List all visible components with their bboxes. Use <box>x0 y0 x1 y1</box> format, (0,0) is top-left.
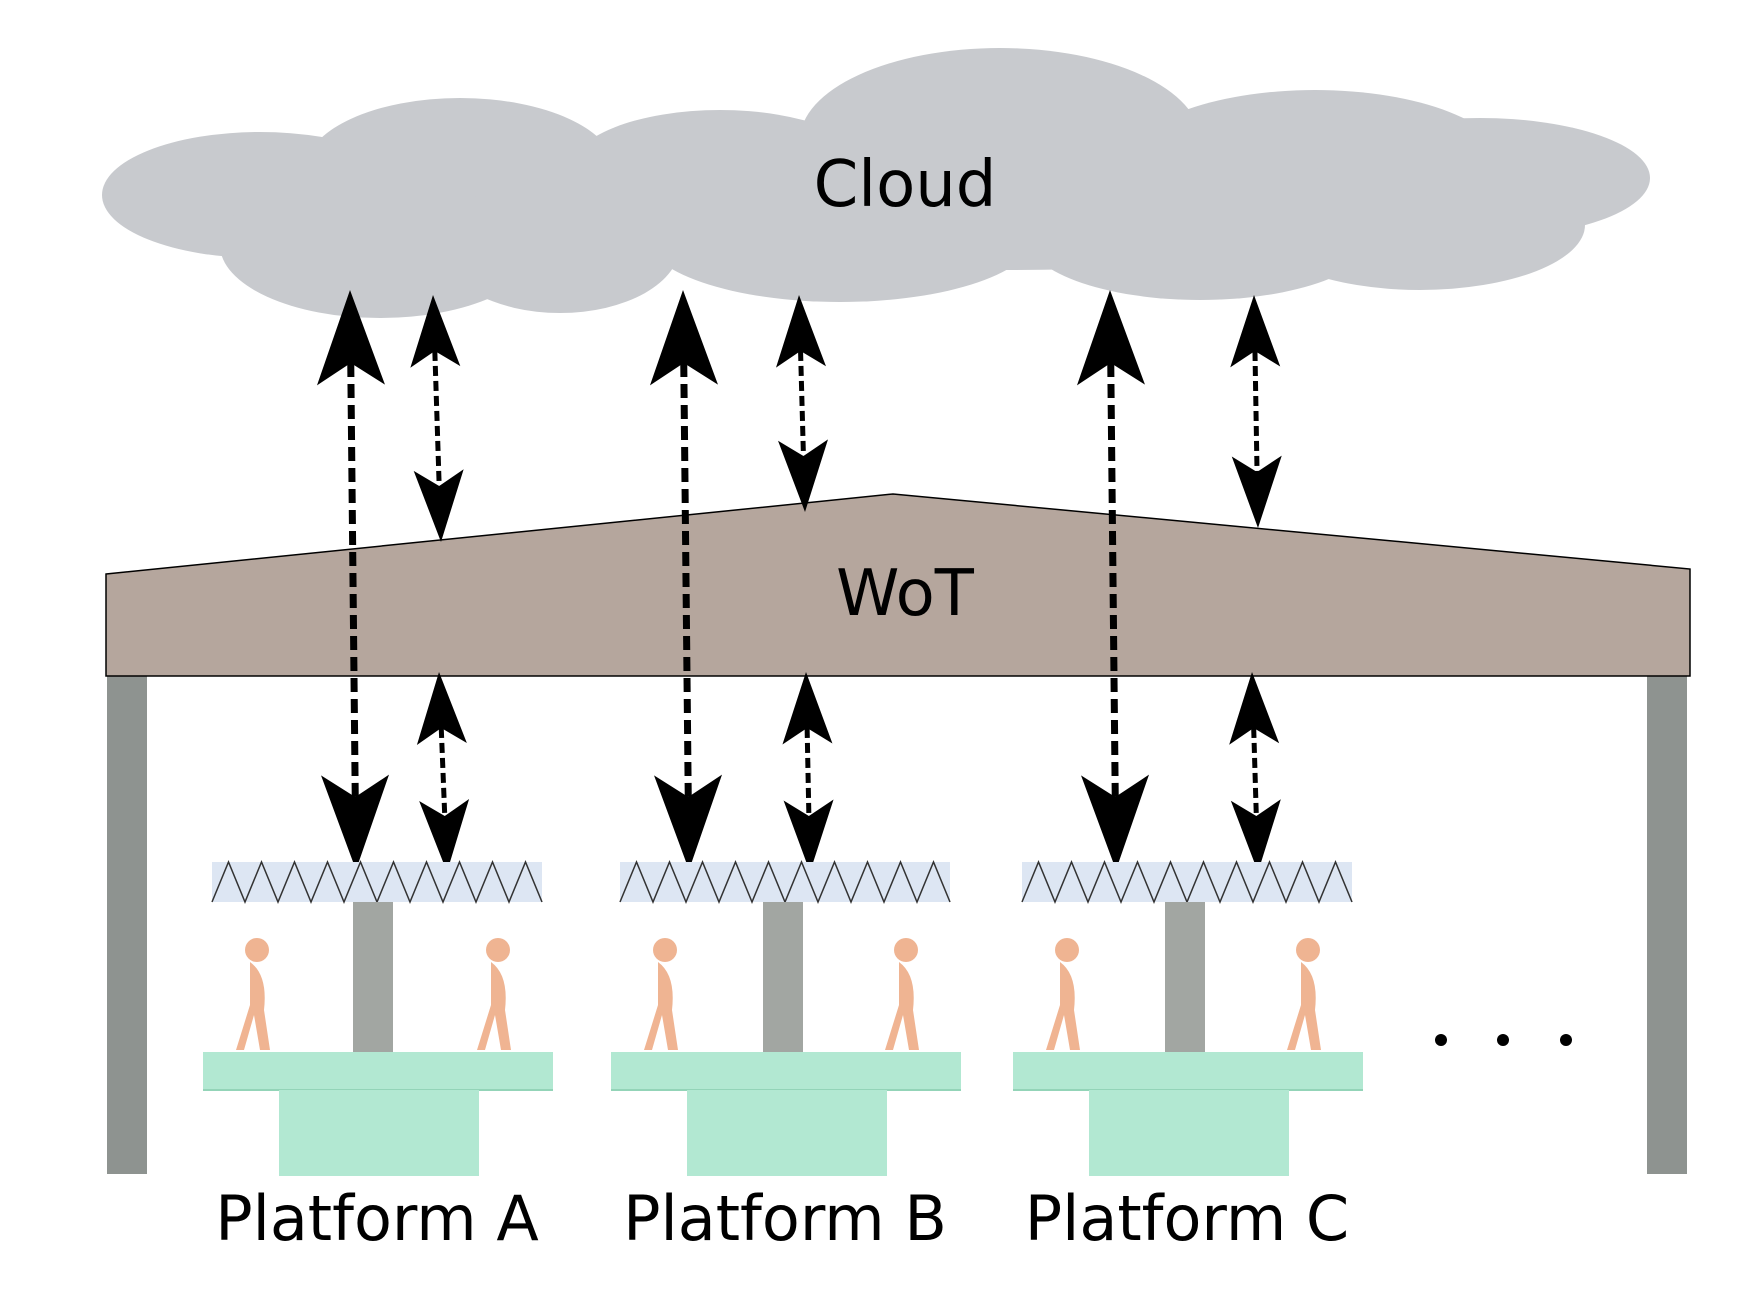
wot-left-pillar <box>107 676 147 1174</box>
sensor-band <box>620 862 950 902</box>
person-icon <box>477 938 511 1050</box>
double-arrow-8-line <box>804 727 812 817</box>
platform-c: Platform C <box>1013 860 1363 1255</box>
platform-pole <box>763 902 803 1052</box>
double-arrow-6 <box>1230 295 1282 528</box>
double-arrow-2-head <box>654 774 723 870</box>
cloud-label: Cloud <box>814 148 997 222</box>
platform-base <box>279 1090 479 1176</box>
double-arrow-5-head <box>778 439 829 512</box>
double-arrow-9-head <box>1229 672 1280 745</box>
platform-label: Platform B <box>623 1182 947 1255</box>
double-arrow-2 <box>649 290 723 870</box>
double-arrow-3-head <box>1081 774 1150 870</box>
person-icon <box>885 938 919 1050</box>
platform-top-slab <box>203 1052 553 1090</box>
double-arrow-5 <box>775 295 829 512</box>
platform-base <box>687 1090 887 1176</box>
person-icon <box>236 938 270 1050</box>
sensor-band <box>1022 862 1352 902</box>
cloud-shape <box>102 48 1650 318</box>
double-arrow-7-head <box>419 799 470 872</box>
wot-right-pillar <box>1647 676 1687 1174</box>
double-arrow-4-line <box>432 350 442 487</box>
double-arrow-6-line <box>1252 350 1260 473</box>
double-arrow-4 <box>410 295 464 542</box>
sensor-band <box>212 862 542 902</box>
platform-base <box>1089 1090 1289 1176</box>
double-arrow-4-head <box>410 295 461 368</box>
double-arrow-3-head <box>1076 290 1145 386</box>
double-arrow-7-line <box>438 727 448 817</box>
double-arrow-9-line <box>1251 727 1259 817</box>
platform-pole <box>1165 902 1205 1052</box>
double-arrow-9-head <box>1230 799 1281 872</box>
double-arrow-3 <box>1076 290 1150 870</box>
double-arrow-8-head <box>783 799 834 872</box>
double-arrow-6-head <box>1230 295 1281 368</box>
double-arrow-2-line <box>680 362 692 798</box>
platform-a: Platform A <box>203 860 553 1255</box>
ellipsis-dots <box>1435 1034 1572 1046</box>
person-icon <box>1287 938 1321 1050</box>
platform-top-slab <box>1013 1052 1363 1090</box>
arrows-group <box>316 290 1282 872</box>
double-arrow-2-head <box>649 290 718 386</box>
person-icon <box>1046 938 1080 1050</box>
double-arrow-1-head <box>321 774 390 870</box>
double-arrow-5-head <box>775 295 826 368</box>
double-arrow-1-line <box>347 362 359 798</box>
platform-b: Platform B <box>611 860 961 1255</box>
wot-roof <box>105 493 1691 677</box>
double-arrow-8 <box>782 672 834 872</box>
double-arrow-7-head <box>416 672 467 745</box>
double-arrow-6-head <box>1231 455 1282 528</box>
platform-pole <box>353 902 393 1052</box>
double-arrow-7 <box>416 672 470 872</box>
double-arrow-8-head <box>782 672 833 745</box>
double-arrow-1 <box>316 290 390 870</box>
wot-label: WoT <box>836 557 975 631</box>
double-arrow-1-head <box>316 290 385 386</box>
double-arrow-3-line <box>1107 362 1119 798</box>
double-arrow-5-line <box>798 350 806 457</box>
person-icon <box>644 938 678 1050</box>
platform-label: Platform C <box>1025 1182 1349 1255</box>
double-arrow-9 <box>1229 672 1281 872</box>
platform-label: Platform A <box>215 1182 539 1255</box>
platform-top-slab <box>611 1052 961 1090</box>
double-arrow-4-head <box>413 469 464 542</box>
platforms-group: Platform A Platform B Platform C <box>203 860 1363 1255</box>
